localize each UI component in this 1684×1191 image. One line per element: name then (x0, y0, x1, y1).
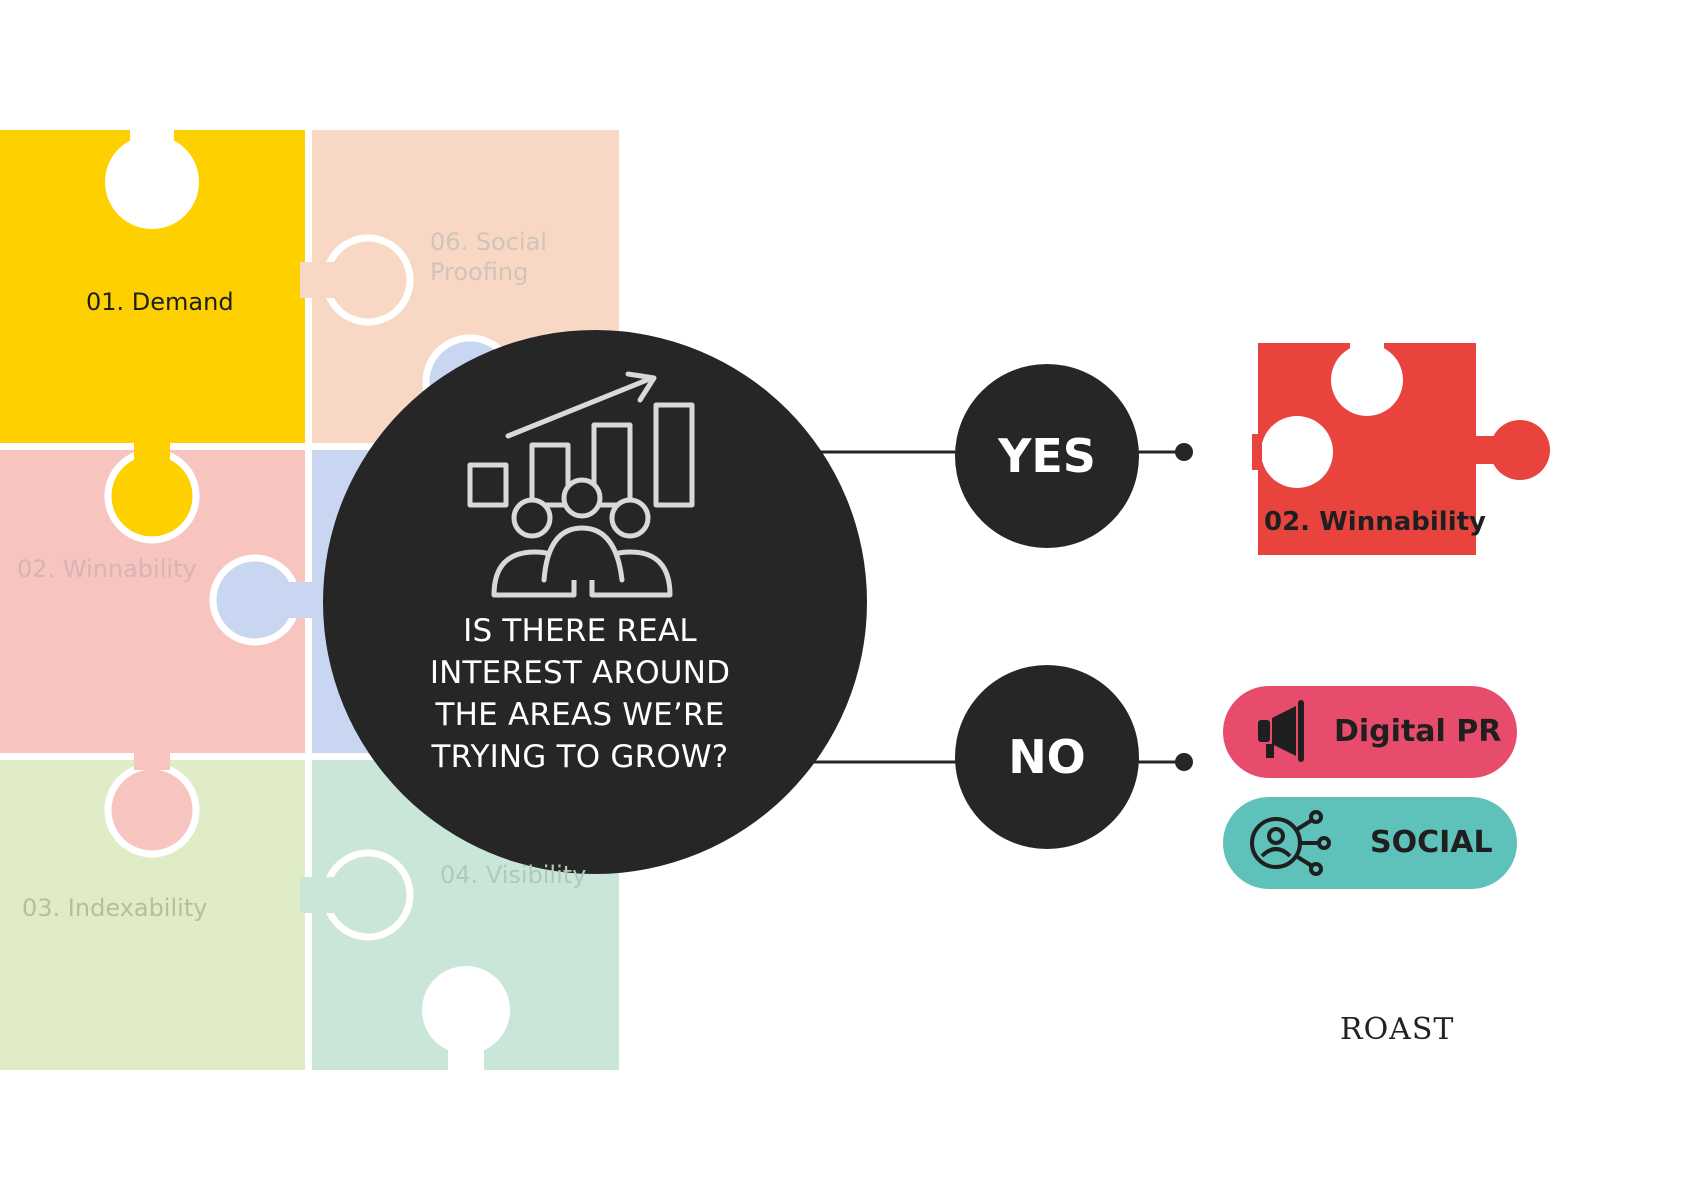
social-pill (1223, 797, 1517, 889)
social-network-icon (1250, 810, 1331, 876)
yes-label: YES (998, 429, 1096, 483)
social-label: SOCIAL (1370, 825, 1493, 860)
yes-connector-dot (1175, 443, 1193, 461)
no-circle (955, 665, 1139, 849)
puzzle-label-demand: 01. Demand (86, 288, 234, 316)
digital-pr-label: Digital PR (1334, 714, 1502, 749)
growth-chart-people-icon (467, 371, 695, 598)
question-circle (323, 330, 867, 874)
puzzle-label-indexability: 03. Indexability (22, 894, 208, 922)
puzzle-label-social-proofing-line2: Proofing (430, 258, 529, 286)
question-line: TRYING TO GROW? (431, 739, 729, 775)
question-line: THE AREAS WE’RE (435, 697, 725, 733)
brand-logo: ROAST (1340, 1012, 1455, 1047)
puzzle-piece-icon (1252, 338, 1550, 555)
puzzle-label-social-proofing-line1: 06. Social (430, 228, 547, 256)
question-text: IS THERE REAL INTEREST AROUND THE AREAS … (370, 610, 790, 778)
digital-pr-pill (1223, 686, 1517, 778)
puzzle-label-winnability: 02. Winnability (17, 555, 197, 583)
megaphone-icon (1258, 700, 1304, 762)
question-line: INTEREST AROUND (429, 655, 731, 691)
yes-circle (955, 364, 1139, 548)
winnability-result-label: 02. Winnability (1264, 507, 1486, 537)
no-connector-dot (1175, 753, 1193, 771)
puzzle-label-visibility: 04. Visibility (440, 861, 587, 889)
question-line: IS THERE REAL (463, 613, 697, 649)
no-label: NO (1008, 730, 1086, 784)
